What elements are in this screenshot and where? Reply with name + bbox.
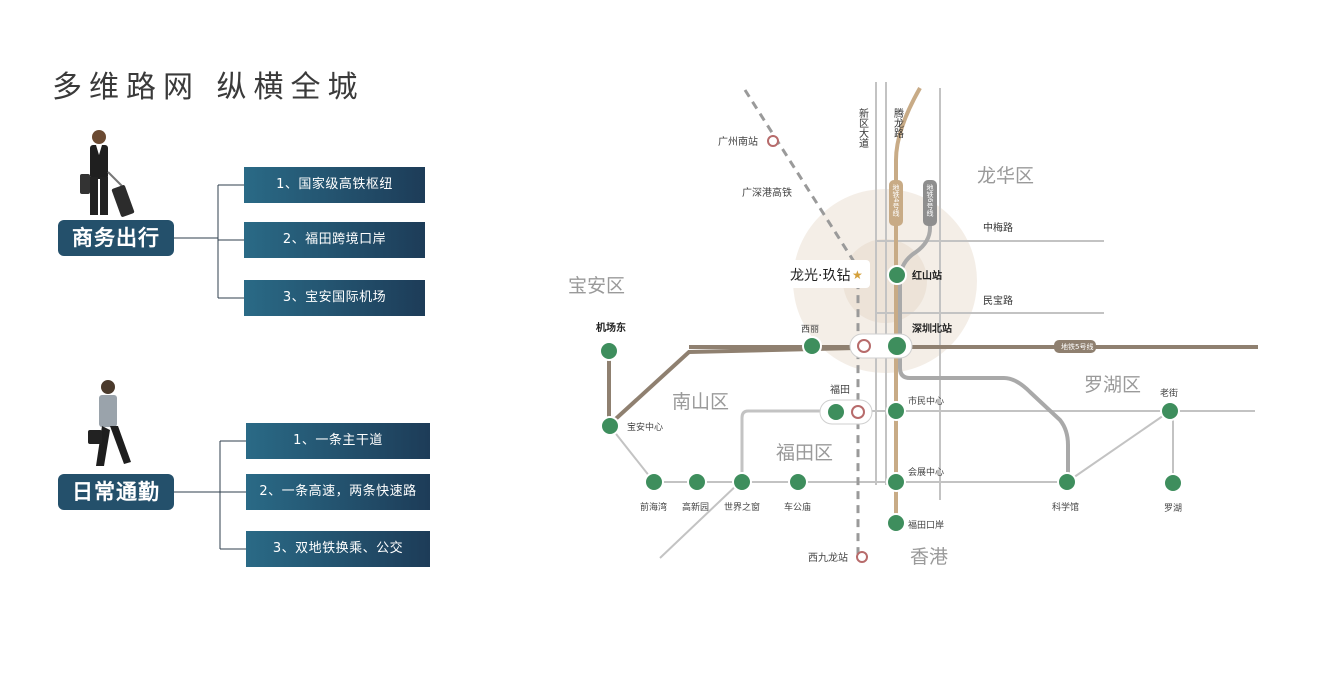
station-label-luohu: 罗湖 bbox=[1164, 503, 1182, 514]
station-chegongmiao bbox=[788, 472, 808, 492]
station-laojie bbox=[1160, 401, 1180, 421]
metro-6-label: 地铁6号线 bbox=[926, 183, 934, 216]
station-label-hongshan: 红山站 bbox=[912, 269, 942, 282]
station-qianhaiwan bbox=[644, 472, 664, 492]
commute-item-3: 3、双地铁换乘、公交 bbox=[246, 531, 430, 567]
futian-branch bbox=[740, 409, 836, 482]
project-star-icon: ★ bbox=[852, 268, 863, 282]
business-traveler-figure bbox=[80, 130, 135, 217]
district-longhua: 龙华区 bbox=[977, 165, 1034, 187]
rail-label-gsz: 广深港高铁 bbox=[742, 186, 792, 199]
project-marker: 龙光·玖钻 ★ bbox=[782, 260, 870, 288]
rail-station-label: 广州南站 bbox=[718, 135, 758, 148]
road-label-tenglong: 腾龙路 bbox=[892, 107, 904, 139]
station-xili bbox=[802, 336, 822, 356]
commute-item-2: 2、一条高速，两条快速路 bbox=[246, 474, 430, 510]
category-label-commute: 日常通勤 bbox=[58, 474, 174, 510]
category-label-business: 商务出行 bbox=[58, 220, 174, 256]
rail-station-label: 福田 bbox=[830, 383, 850, 396]
rail-station-label: 西九龙站 bbox=[808, 551, 848, 564]
metro-5-tag: 地铁5号线 bbox=[1054, 340, 1096, 353]
station-label-xili: 西丽 bbox=[801, 324, 819, 335]
business-item-1: 1、国家级高铁枢纽 bbox=[244, 167, 425, 203]
station-label-qianhaiwan: 前海湾 bbox=[640, 501, 667, 513]
station-label-baoan-center: 宝安中心 bbox=[627, 421, 663, 433]
business-item-3: 3、宝安国际机场 bbox=[244, 280, 425, 316]
metro-4-label: 地铁4号线 bbox=[892, 183, 900, 216]
commute-item-1: 1、一条主干道 bbox=[246, 423, 430, 459]
district-futian: 福田区 bbox=[776, 442, 833, 464]
metro-4-tag: 地铁4号线 bbox=[889, 180, 903, 226]
metro-6-line bbox=[898, 185, 1070, 482]
station-civic-center bbox=[886, 401, 906, 421]
station-label-chegongmiao: 车公庙 bbox=[784, 501, 811, 513]
transit-map: 地铁4号线 地铁6号线 地铁5号线 新区大道 腾龙路 中梅路 民宝路 广深港高铁… bbox=[568, 82, 1258, 568]
project-label: 龙光·玖钻 bbox=[790, 268, 850, 284]
station-luohu bbox=[1163, 473, 1183, 493]
metro-5-west bbox=[607, 346, 857, 430]
road-label-xinqu: 新区大道 bbox=[857, 107, 869, 148]
station-label-gaoxinyuan: 高新园 bbox=[682, 501, 709, 513]
district-hongkong: 香港 bbox=[910, 546, 948, 568]
station-label-airport-east: 机场东 bbox=[596, 321, 626, 334]
rail-station-futian: 福田 bbox=[819, 383, 873, 425]
commuter-figure bbox=[88, 380, 131, 466]
station-baoan-center bbox=[600, 416, 620, 436]
rail-station-west-kowloon: 西九龙站 bbox=[808, 551, 868, 564]
rail-station-guangzhou-south: 广州南站 bbox=[718, 135, 779, 148]
station-label-futian-port: 福田口岸 bbox=[908, 519, 944, 531]
page-title: 多维路网 纵横全城 bbox=[52, 70, 365, 105]
station-label-science-museum: 科学馆 bbox=[1052, 501, 1079, 513]
metro-5-label: 地铁5号线 bbox=[1061, 342, 1093, 351]
bracket-connectors bbox=[174, 184, 246, 550]
station-hongshan bbox=[887, 265, 907, 285]
station-label-shenzhen-north: 深圳北站 bbox=[912, 322, 952, 335]
district-baoan: 宝安区 bbox=[568, 275, 625, 297]
district-nanshan: 南山区 bbox=[672, 391, 729, 413]
station-futian-port bbox=[886, 513, 906, 533]
station-exhibition bbox=[886, 472, 906, 492]
business-item-2: 2、福田跨境口岸 bbox=[244, 222, 425, 258]
road-label-zhongmei: 中梅路 bbox=[983, 221, 1013, 234]
station-airport-east bbox=[599, 341, 619, 361]
road-label-minbao: 民宝路 bbox=[983, 294, 1013, 307]
district-luohu: 罗湖区 bbox=[1084, 374, 1141, 396]
metro-4-line bbox=[894, 87, 922, 520]
metro-6-tag: 地铁6号线 bbox=[923, 180, 937, 226]
station-gaoxinyuan bbox=[687, 472, 707, 492]
station-label-exhibition: 会展中心 bbox=[908, 466, 944, 478]
station-label-civic-center: 市民中心 bbox=[908, 395, 944, 407]
rail-station-shenzhen-north bbox=[849, 333, 913, 359]
station-label-laojie: 老街 bbox=[1160, 387, 1178, 399]
station-science-museum bbox=[1057, 472, 1077, 492]
station-window-world bbox=[732, 472, 752, 492]
station-label-window-world: 世界之窗 bbox=[724, 501, 760, 513]
